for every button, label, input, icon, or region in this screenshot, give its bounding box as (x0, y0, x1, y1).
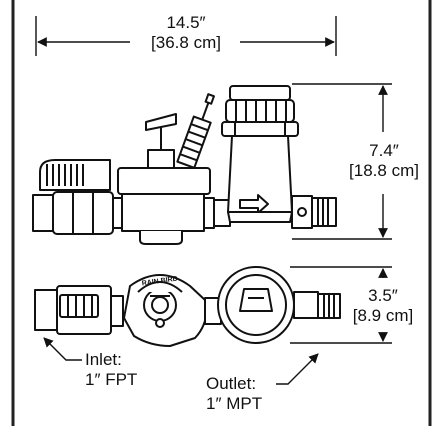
inlet-size: 1″ FPT (85, 370, 138, 389)
depth-imperial: 3.5″ (368, 286, 398, 305)
inlet-leader (43, 337, 82, 361)
length-dimension-label: 14.5″ [36.8 cm] (128, 13, 244, 53)
frame (11, 0, 432, 426)
inlet-title: Inlet: (85, 350, 122, 369)
height-imperial: 7.4″ (369, 141, 399, 160)
height-metric: [18.8 cm] (349, 161, 419, 180)
top-view (34, 266, 341, 347)
length-imperial: 14.5″ (166, 13, 206, 32)
dimension-lines (35, 16, 392, 385)
depth-dimension-label: 3.5″ [8.9 cm] (340, 286, 426, 326)
depth-metric: [8.9 cm] (352, 306, 414, 325)
top-ball-valve (34, 285, 124, 335)
length-metric: [36.8 cm] (151, 33, 221, 52)
top-filter (217, 266, 341, 344)
solenoid-valve (117, 93, 215, 245)
filter-canister (213, 85, 337, 229)
side-view (32, 85, 337, 245)
outlet-title: Outlet: (206, 374, 257, 393)
top-solenoid-valve (123, 274, 222, 347)
outlet-leader (276, 353, 319, 385)
outlet-callout: Outlet: 1″ MPT (206, 374, 262, 414)
inlet-callout: Inlet: 1″ FPT (85, 350, 137, 390)
height-dimension-label: 7.4″ [18.8 cm] (336, 141, 432, 181)
ball-valve-body (32, 191, 124, 235)
logo-text: RAIN BIRD (141, 276, 178, 288)
outlet-size: 1″ MPT (206, 394, 263, 413)
